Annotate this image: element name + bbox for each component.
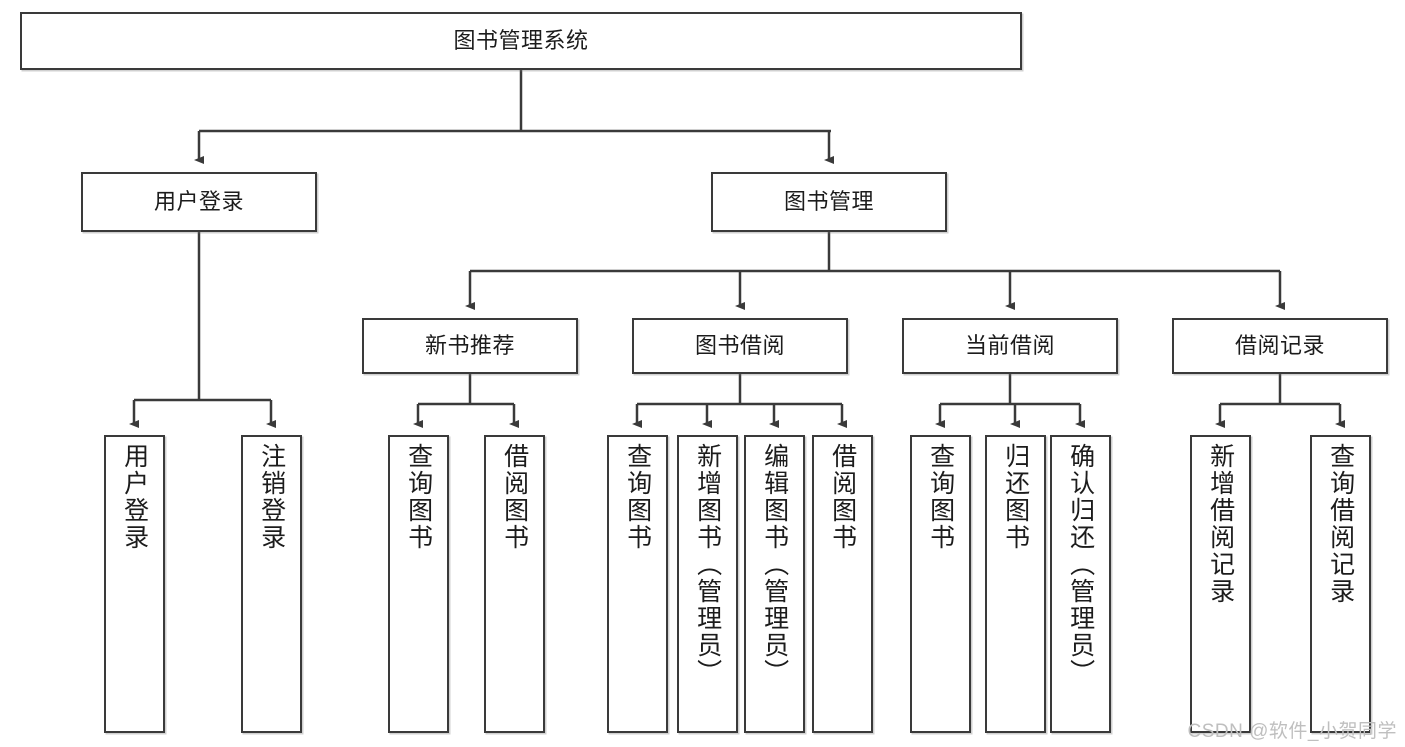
node-leaf-query-book-1-label: 查询图书 bbox=[404, 443, 433, 551]
csdn-watermark: CSDN @软件_小贺同学 bbox=[1187, 721, 1397, 742]
node-root[interactable]: 图书管理系统 bbox=[20, 12, 1022, 70]
node-leaf-logout-label: 注销登录 bbox=[257, 443, 286, 551]
node-new-book-rec-label: 新书推荐 bbox=[424, 333, 515, 359]
node-leaf-borrow-book-2[interactable]: 借阅图书 bbox=[812, 435, 873, 733]
node-leaf-logout[interactable]: 注销登录 bbox=[241, 435, 302, 733]
node-book-manage[interactable]: 图书管理 bbox=[711, 172, 947, 232]
node-leaf-add-book-label: 新增图书（管理员） bbox=[693, 443, 722, 686]
node-book-manage-label: 图书管理 bbox=[783, 189, 874, 215]
node-leaf-query-record[interactable]: 查询借阅记录 bbox=[1310, 435, 1371, 733]
node-borrow-record[interactable]: 借阅记录 bbox=[1172, 318, 1388, 374]
node-borrow-record-label: 借阅记录 bbox=[1234, 333, 1325, 359]
node-leaf-borrow-book-1[interactable]: 借阅图书 bbox=[484, 435, 545, 733]
node-leaf-confirm-return[interactable]: 确认归还（管理员） bbox=[1050, 435, 1111, 733]
node-user-login[interactable]: 用户登录 bbox=[81, 172, 317, 232]
node-leaf-return-book[interactable]: 归还图书 bbox=[985, 435, 1046, 733]
node-leaf-return-book-label: 归还图书 bbox=[1001, 443, 1030, 551]
node-leaf-user-login[interactable]: 用户登录 bbox=[104, 435, 165, 733]
node-book-borrow-label: 图书借阅 bbox=[694, 333, 785, 359]
node-leaf-query-record-label: 查询借阅记录 bbox=[1326, 443, 1355, 605]
node-leaf-add-book[interactable]: 新增图书（管理员） bbox=[677, 435, 738, 733]
node-current-borrow-label: 当前借阅 bbox=[964, 333, 1055, 359]
node-leaf-add-record-label: 新增借阅记录 bbox=[1206, 443, 1235, 605]
node-leaf-borrow-book-1-label: 借阅图书 bbox=[500, 443, 529, 551]
node-user-login-label: 用户登录 bbox=[153, 189, 244, 215]
node-leaf-edit-book-label: 编辑图书（管理员） bbox=[760, 443, 789, 686]
node-leaf-add-record[interactable]: 新增借阅记录 bbox=[1190, 435, 1251, 733]
node-new-book-rec[interactable]: 新书推荐 bbox=[362, 318, 578, 374]
node-leaf-query-book-2[interactable]: 查询图书 bbox=[607, 435, 668, 733]
node-leaf-query-book-3[interactable]: 查询图书 bbox=[910, 435, 971, 733]
node-leaf-query-book-1[interactable]: 查询图书 bbox=[388, 435, 449, 733]
node-book-borrow[interactable]: 图书借阅 bbox=[632, 318, 848, 374]
node-leaf-confirm-return-label: 确认归还（管理员） bbox=[1066, 443, 1095, 686]
node-leaf-borrow-book-2-label: 借阅图书 bbox=[828, 443, 857, 551]
node-leaf-edit-book[interactable]: 编辑图书（管理员） bbox=[744, 435, 805, 733]
node-leaf-query-book-3-label: 查询图书 bbox=[926, 443, 955, 551]
node-leaf-query-book-2-label: 查询图书 bbox=[623, 443, 652, 551]
node-root-label: 图书管理系统 bbox=[453, 28, 589, 54]
node-current-borrow[interactable]: 当前借阅 bbox=[902, 318, 1118, 374]
node-leaf-user-login-label: 用户登录 bbox=[120, 443, 149, 551]
